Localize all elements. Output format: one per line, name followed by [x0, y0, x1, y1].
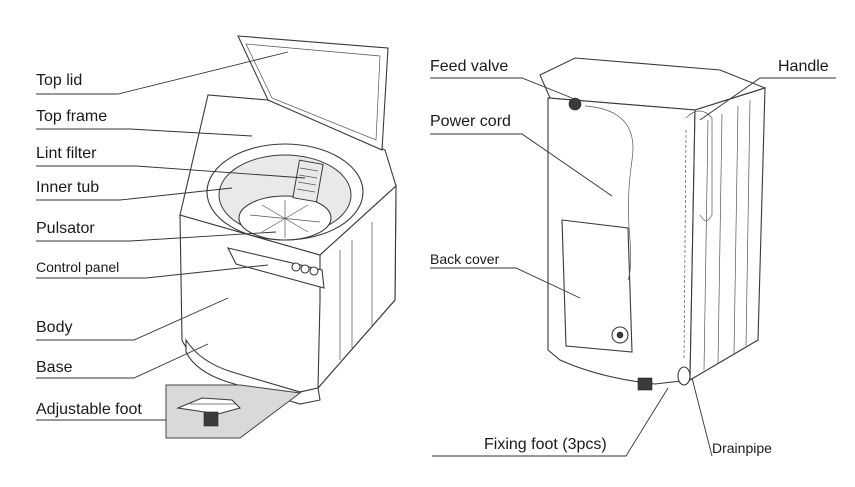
left-leader-lines	[36, 51, 306, 421]
label-handle: Handle	[778, 58, 829, 75]
label-drainpipe: Drainpipe	[712, 440, 772, 456]
front-machine	[179, 35, 397, 405]
fixing-foot	[637, 377, 653, 391]
label-base: Base	[36, 359, 73, 376]
label-pulsator: Pulsator	[36, 220, 95, 237]
adjustable-foot-inset	[165, 384, 302, 439]
rear-machine	[539, 57, 767, 391]
right-leader-lines	[430, 77, 836, 457]
power-cord	[584, 105, 634, 281]
label-control-panel: Control panel	[36, 259, 120, 275]
label-power-cord: Power cord	[430, 113, 511, 130]
right-side-panel	[317, 184, 397, 390]
feed-valve	[568, 97, 582, 111]
label-feed-valve: Feed valve	[430, 58, 509, 75]
front-base	[185, 338, 321, 405]
label-fixing-foot: Fixing foot (3pcs)	[484, 436, 607, 453]
label-adjustable-foot: Adjustable foot	[36, 401, 142, 418]
control-panel-strip	[226, 247, 325, 289]
back-cover	[561, 219, 633, 353]
label-body: Body	[36, 319, 73, 336]
drain-hose	[683, 129, 687, 361]
drainpipe-outlet	[677, 366, 691, 386]
label-inner-tub: Inner tub	[36, 179, 100, 196]
top-lid	[237, 35, 389, 151]
label-top-lid: Top lid	[36, 72, 83, 89]
label-top-frame: Top frame	[36, 108, 108, 125]
handle	[685, 110, 713, 221]
label-lint-filter: Lint filter	[36, 145, 97, 162]
rear-right-face	[689, 87, 766, 381]
label-back-cover: Back cover	[430, 251, 500, 267]
